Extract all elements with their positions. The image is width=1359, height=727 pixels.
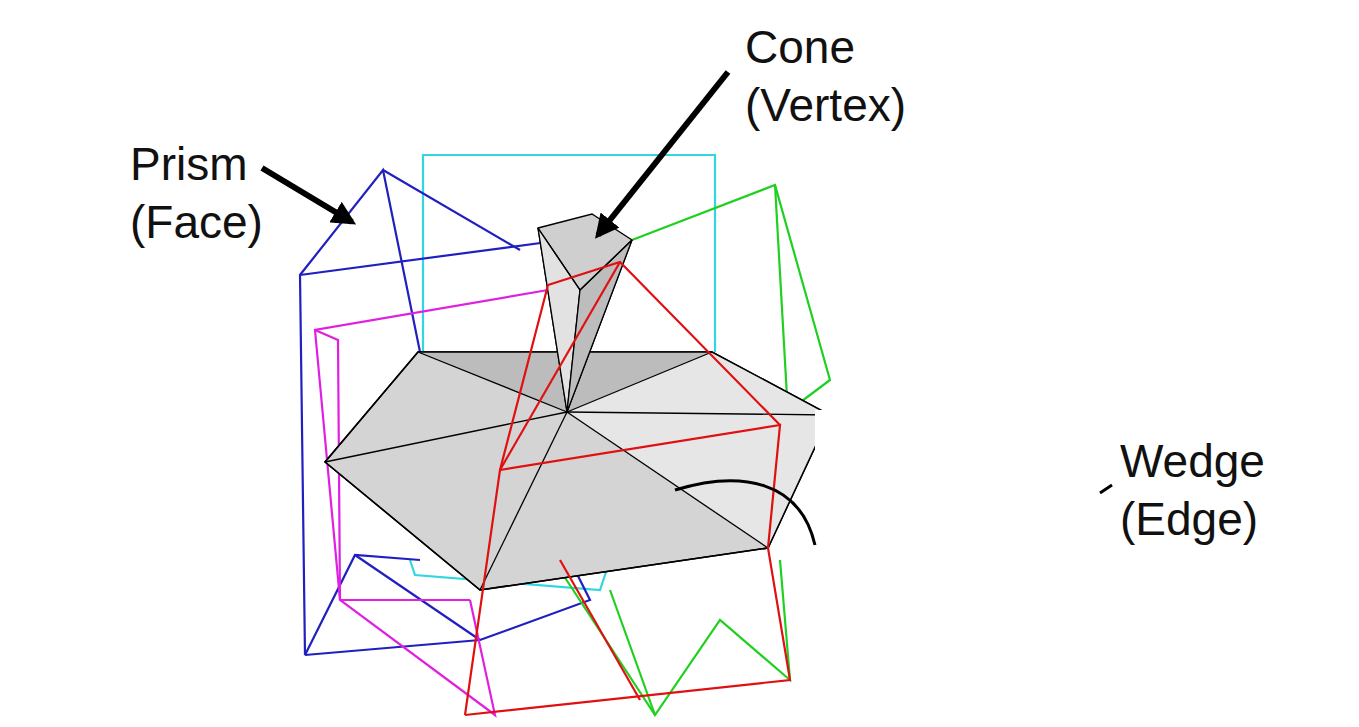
callout-label: Wedge (Edge) — [1120, 432, 1320, 548]
callout-label: Cone (Vertex) — [745, 18, 975, 134]
callout-label: Prism (Face) — [130, 135, 330, 251]
